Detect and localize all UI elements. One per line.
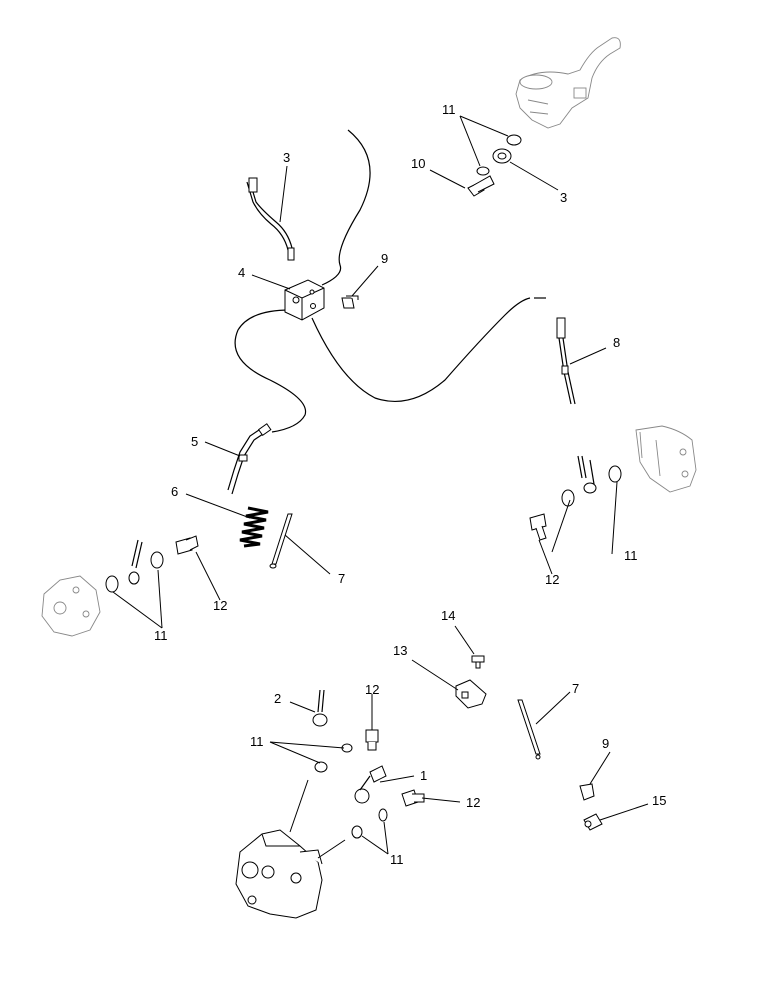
brake-line-3 <box>249 181 293 249</box>
spring-6 <box>239 506 269 548</box>
caliper-left <box>41 575 101 637</box>
callout-12-left: 12 <box>213 598 227 613</box>
callout-11-top: 11 <box>442 102 456 117</box>
bolt-12-right <box>529 513 547 541</box>
washer-11-lower-c <box>378 808 388 822</box>
caliper-lower <box>235 829 323 919</box>
hose-fitting-2 <box>312 689 328 727</box>
washer-11-left-b <box>105 575 119 593</box>
callout-11-lower-left: 11 <box>250 734 264 749</box>
callout-3-left: 3 <box>283 150 290 165</box>
master-cylinder <box>515 37 621 129</box>
banjo-fitting-1 <box>354 765 387 804</box>
hose-end-3 <box>287 247 295 261</box>
callout-11-right: 11 <box>624 548 638 563</box>
callout-12-lower-right: 12 <box>466 795 480 810</box>
callout-8: 8 <box>613 335 620 350</box>
callout-6: 6 <box>171 484 178 499</box>
callout-7-upper: 7 <box>338 571 345 586</box>
brake-line-left-loop <box>234 309 307 433</box>
bolt-12-left <box>175 535 199 555</box>
washer-11-lower <box>476 166 490 176</box>
bolt-12-lower-top <box>365 729 379 751</box>
washer-11-right-b <box>608 465 622 483</box>
callout-12-lower-top: 12 <box>365 682 379 697</box>
washer-11-lower-d <box>351 825 363 839</box>
banjo-bolt-10 <box>467 175 495 197</box>
bolt-9-top <box>341 295 359 309</box>
switch-15 <box>583 813 603 831</box>
washer-11-left-a <box>150 551 164 569</box>
callout-13: 13 <box>393 643 407 658</box>
callout-7-lower: 7 <box>572 681 579 696</box>
banjo-fitting-left <box>128 539 143 585</box>
callout-1: 1 <box>420 768 427 783</box>
callout-11-left: 11 <box>154 628 168 643</box>
callout-10: 10 <box>411 156 425 171</box>
callout-9-lower: 9 <box>602 736 609 751</box>
caliper-right <box>635 425 697 493</box>
callout-12-right: 12 <box>545 572 559 587</box>
screw-14 <box>471 655 485 669</box>
banjo-fitting-right <box>577 455 597 494</box>
washer-11-lower-b <box>314 761 328 773</box>
pin-7-upper <box>269 513 293 569</box>
pin-7-lower <box>517 699 541 760</box>
distribution-block-4 <box>284 279 325 321</box>
leader-lines <box>112 115 649 859</box>
washer-11-upper <box>506 134 522 146</box>
brake-hose-5 <box>227 423 272 495</box>
callout-3-right: 3 <box>560 190 567 205</box>
brake-hose-8 <box>556 317 576 405</box>
callout-15: 15 <box>652 793 666 808</box>
banjo-fitting-3-top <box>492 148 512 164</box>
callout-4: 4 <box>238 265 245 280</box>
bolt-9-lower <box>579 783 595 801</box>
callout-14: 14 <box>441 608 455 623</box>
callout-5: 5 <box>191 434 198 449</box>
sensor-13 <box>455 679 487 709</box>
callout-11-lower-right: 11 <box>390 852 404 867</box>
brake-line-long <box>311 297 531 402</box>
washer-11-right-a <box>561 489 575 507</box>
callout-2: 2 <box>274 691 281 706</box>
bolt-12-lower-right <box>401 789 425 807</box>
callout-9-top: 9 <box>381 251 388 266</box>
brake-line-top-right <box>321 129 371 286</box>
